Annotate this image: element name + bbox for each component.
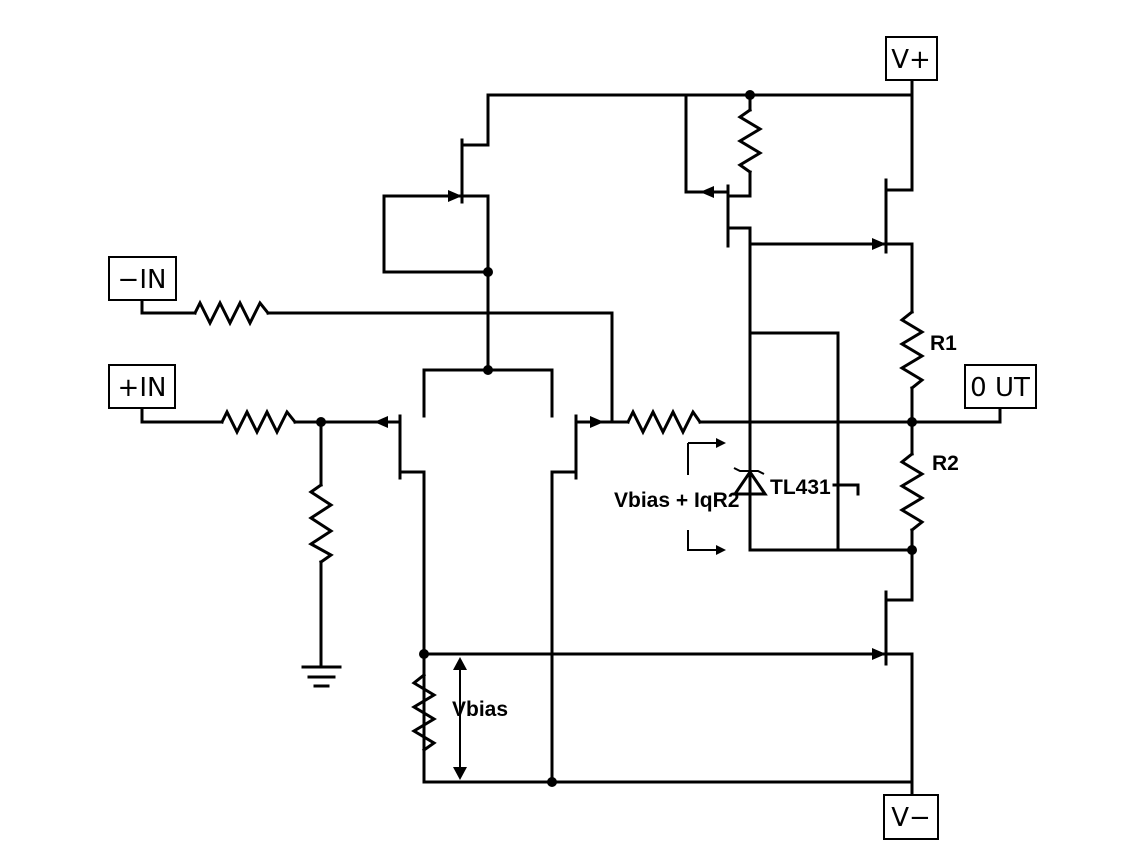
terminal-v-plus: V+ [885,36,938,81]
positive-rail [486,78,914,97]
junction-dot [483,365,493,375]
left-diff-transistor [374,368,490,784]
terminal-in-minus-label: −IN [118,265,167,295]
terminal-in-plus-label: +IN [118,373,167,403]
tl431-symbol [732,467,914,552]
vbias-iq-arrows [687,438,726,555]
junction-dot [483,267,493,277]
terminal-in-minus: −IN [108,256,177,301]
vbias-iq-label: Vbias + IqR2 [614,489,739,512]
junction-dot [907,545,917,555]
r2-label: R2 [932,452,959,475]
top-pnp-transistor [382,93,490,372]
junction-dot [547,777,557,787]
vbias-label: Vbias [452,698,508,721]
terminal-out-label: 0 UT [970,373,1030,403]
terminal-v-minus: V− [883,794,939,840]
negative-rail [422,780,914,797]
terminal-v-plus-label: V+ [891,45,931,75]
ground-resistor [308,420,334,667]
feedback-resistor [610,406,1002,436]
right-diff-transistor [486,368,614,784]
top-right-small-transistor [726,184,888,552]
terminal-v-minus-label: V− [891,803,931,833]
r1-label: R1 [930,332,957,355]
top-right-resistor [684,93,763,198]
plus-in-resistor [140,406,402,436]
vbias-resistor [411,672,437,753]
tl431-label: TL431 [770,476,831,499]
r1-resistor [899,309,925,456]
lower-output-transistor [422,590,914,784]
vbias-arrow [453,657,467,780]
minus-in-resistor [140,298,614,424]
junction-dot [419,649,429,659]
terminal-in-plus: +IN [108,364,176,409]
r2-resistor [899,451,925,602]
upper-output-transistor [872,93,914,314]
junction-dot [907,417,917,427]
ground-symbol [301,665,342,688]
terminal-out: 0 UT [964,364,1037,409]
junction-dot [316,417,326,427]
junction-dot [745,90,755,100]
